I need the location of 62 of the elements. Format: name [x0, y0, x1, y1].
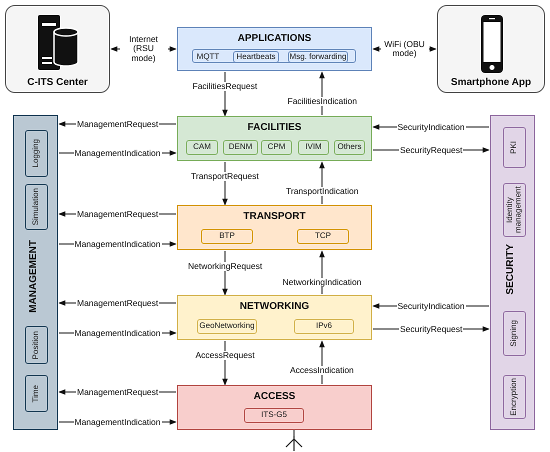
edge-label: TransportIndication	[285, 186, 360, 196]
module-tag: Identity management	[503, 183, 526, 237]
module-tag: Encryption	[503, 375, 526, 419]
module-tag: Signing	[503, 311, 526, 356]
edge-label: ManagementIndication	[74, 148, 162, 158]
edge-label: SecurityIndication	[396, 122, 466, 132]
layer-box	[177, 295, 372, 340]
layer-title: MANAGEMENT	[28, 240, 39, 313]
module-tag: TCP	[297, 229, 349, 244]
layer-title: SECURITY	[505, 244, 516, 295]
module-tag: Simulation	[25, 184, 48, 230]
edge-label: NetworkingIndication	[282, 278, 362, 287]
module-tag: GeoNetworking	[197, 319, 257, 334]
layer-title: NETWORKING	[238, 301, 310, 312]
module-tag: CAM	[186, 140, 218, 155]
edge-label: ManagementIndication	[74, 418, 162, 427]
edge-label: ManagementIndication	[74, 328, 162, 338]
edge-label: ManagementIndication	[74, 240, 162, 249]
layer-title: FACILITIES	[246, 122, 302, 133]
edge-label: ManagementRequest	[76, 120, 160, 129]
layer-box	[13, 115, 58, 430]
edge-label: NetworkingRequest	[187, 262, 264, 271]
endpoint-card	[437, 5, 545, 93]
edge-label: WiFi (OBU mode)	[380, 40, 428, 58]
edge-label: SecurityRequest	[399, 146, 464, 155]
edge-label: ManagementRequest	[76, 388, 160, 397]
layer-box	[177, 205, 372, 250]
edge-label: ManagementRequest	[76, 298, 160, 308]
edge-label: FacilitiesRequest	[192, 82, 258, 91]
module-tag: IVIM	[298, 140, 329, 155]
module-tag: Heartbeats	[233, 51, 279, 63]
endpoint-title: Smartphone App	[450, 77, 532, 88]
module-tag: Time	[25, 375, 48, 412]
layer-title: ACCESS	[252, 391, 296, 402]
module-tag: BTP	[201, 229, 253, 244]
endpoint-title: C-ITS Center	[26, 77, 89, 88]
antenna-icon	[285, 436, 303, 451]
protocol-label: MQTT	[194, 51, 222, 63]
module-tag: CPM	[261, 140, 292, 155]
layer-title: APPLICATIONS	[236, 33, 312, 44]
module-tag: ITS-G5	[244, 408, 304, 423]
module-tag: Others	[334, 140, 365, 155]
layer-box	[490, 115, 535, 430]
module-tag: Position	[25, 326, 48, 364]
edge-label: AccessIndication	[289, 366, 355, 375]
module-tag: Logging	[25, 130, 48, 177]
module-tag: IPv6	[294, 319, 354, 334]
module-tag: DENM	[223, 140, 258, 155]
edge-label: Internet (RSU mode)	[120, 35, 168, 64]
edge-label: TransportRequest	[190, 172, 260, 181]
edge-label: FacilitiesIndication	[286, 96, 358, 106]
edge-label: AccessRequest	[194, 350, 256, 360]
endpoint-card	[5, 5, 110, 93]
edge-label: SecurityIndication	[396, 302, 466, 311]
edge-label: ManagementRequest	[76, 210, 160, 219]
edge-label: SecurityRequest	[399, 324, 464, 334]
layer-box	[177, 116, 372, 161]
layer-title: TRANSPORT	[242, 211, 307, 222]
layer-box	[177, 385, 372, 430]
module-tag: PKI	[503, 127, 526, 168]
layer-box	[177, 27, 372, 71]
module-tag: Msg. forwarding	[288, 51, 348, 63]
